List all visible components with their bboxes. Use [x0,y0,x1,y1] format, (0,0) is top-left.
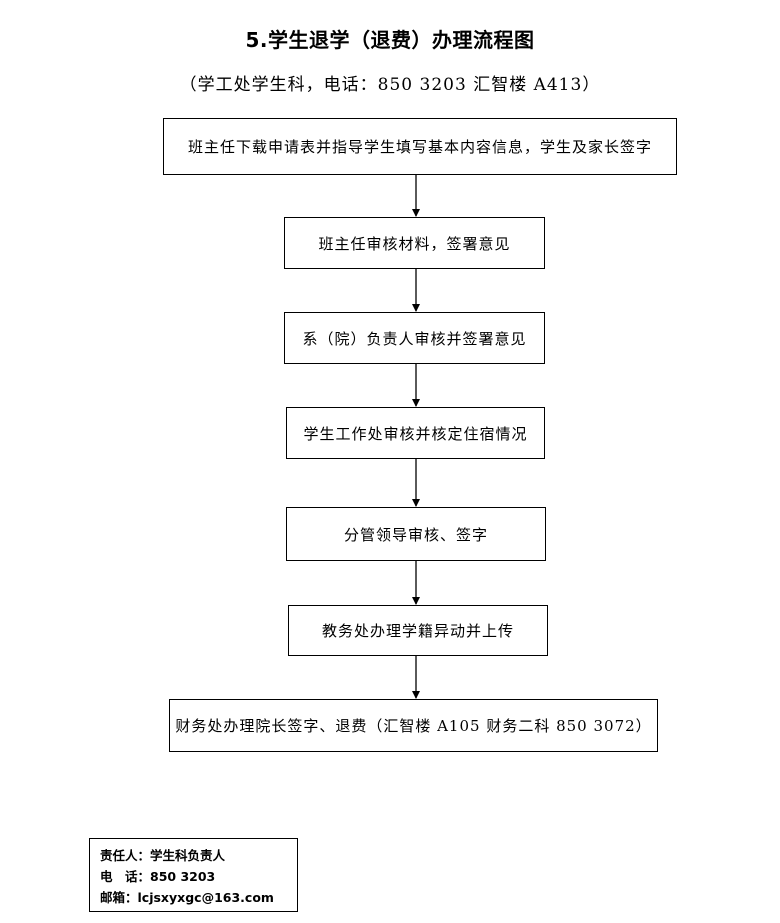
flow-step-4: 学生工作处审核并核定住宿情况 [286,407,545,459]
page-title: 5.学生退学（退费）办理流程图 [245,28,535,52]
contact-person-row: 责任人：学生科负责人 [100,845,287,866]
flow-step-2: 班主任审核材料，签署意见 [284,217,545,269]
contact-info-box: 责任人：学生科负责人 电 话：850 3203 邮箱：lcjsxyxgc@163… [89,838,298,912]
contact-phone-row: 电 话：850 3203 [100,866,287,887]
flow-step-6: 教务处办理学籍异动并上传 [288,605,548,656]
contact-email-value: lcjsxyxgc@163.com [137,890,274,905]
flow-step-5: 分管领导审核、签字 [286,507,546,561]
flow-step-1: 班主任下载申请表并指导学生填写基本内容信息，学生及家长签字 [163,118,677,175]
contact-phone-label: 电 话： [100,869,151,884]
flow-step-3: 系（院）负责人审核并签署意见 [284,312,545,364]
contact-email-row: 邮箱：lcjsxyxgc@163.com [100,887,287,908]
contact-person-value: 学生科负责人 [150,848,226,863]
contact-email-label: 邮箱： [100,890,138,905]
page-subtitle: （学工处学生科，电话：850 3203 汇智楼 A413） [179,75,601,95]
flow-step-7: 财务处办理院长签字、退费（汇智楼 A105 财务二科 850 3072） [169,699,658,752]
contact-person-label: 责任人： [100,848,151,863]
contact-phone-value: 850 3203 [150,869,216,884]
